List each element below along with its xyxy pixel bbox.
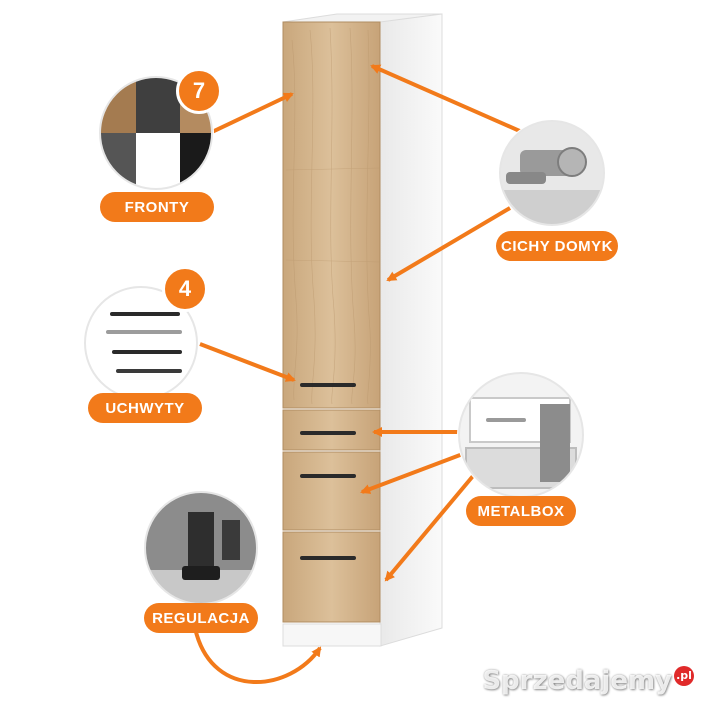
fronty-label: FRONTY [100,192,214,222]
handle-drawer-3 [300,556,356,560]
handle-upper-door [300,383,356,387]
callout-arrows [194,64,523,685]
hinge-thumbnail [498,119,606,227]
handle-drawer-2 [300,474,356,478]
fronty-count-badge: 7 [176,68,222,114]
arrow-uchwyty [199,342,296,382]
sprzedajemy-watermark: Sprzedajemy.pl [482,666,694,696]
tall-cabinet [282,13,443,647]
arrow-fronty [211,92,294,134]
wood-grain [285,27,381,405]
leveling-foot-thumbnail [143,490,259,606]
watermark-tld: .pl [674,666,694,686]
regulacja-label: REGULACJA [144,603,258,633]
arrow-metalbox-3 [384,468,480,582]
handle-drawer-1 [300,431,356,435]
drawer-3 [282,531,381,623]
cabinet-plinth [282,623,382,647]
arrow-domyk-upper [370,64,523,134]
arrow-metalbox-2 [360,450,469,494]
metalbox-thumbnail [457,371,585,499]
drawer-1 [282,409,381,451]
uchwyty-count-badge: 4 [162,266,208,312]
watermark-brand: Sprzedajemy [482,666,672,696]
uchwyty-label: UCHWYTY [88,393,202,423]
cichy-domyk-label: CICHY DOMYK [496,231,618,261]
arrow-domyk-lower [386,206,512,282]
arrow-regulacja [194,631,322,685]
metalbox-label: METALBOX [466,496,576,526]
